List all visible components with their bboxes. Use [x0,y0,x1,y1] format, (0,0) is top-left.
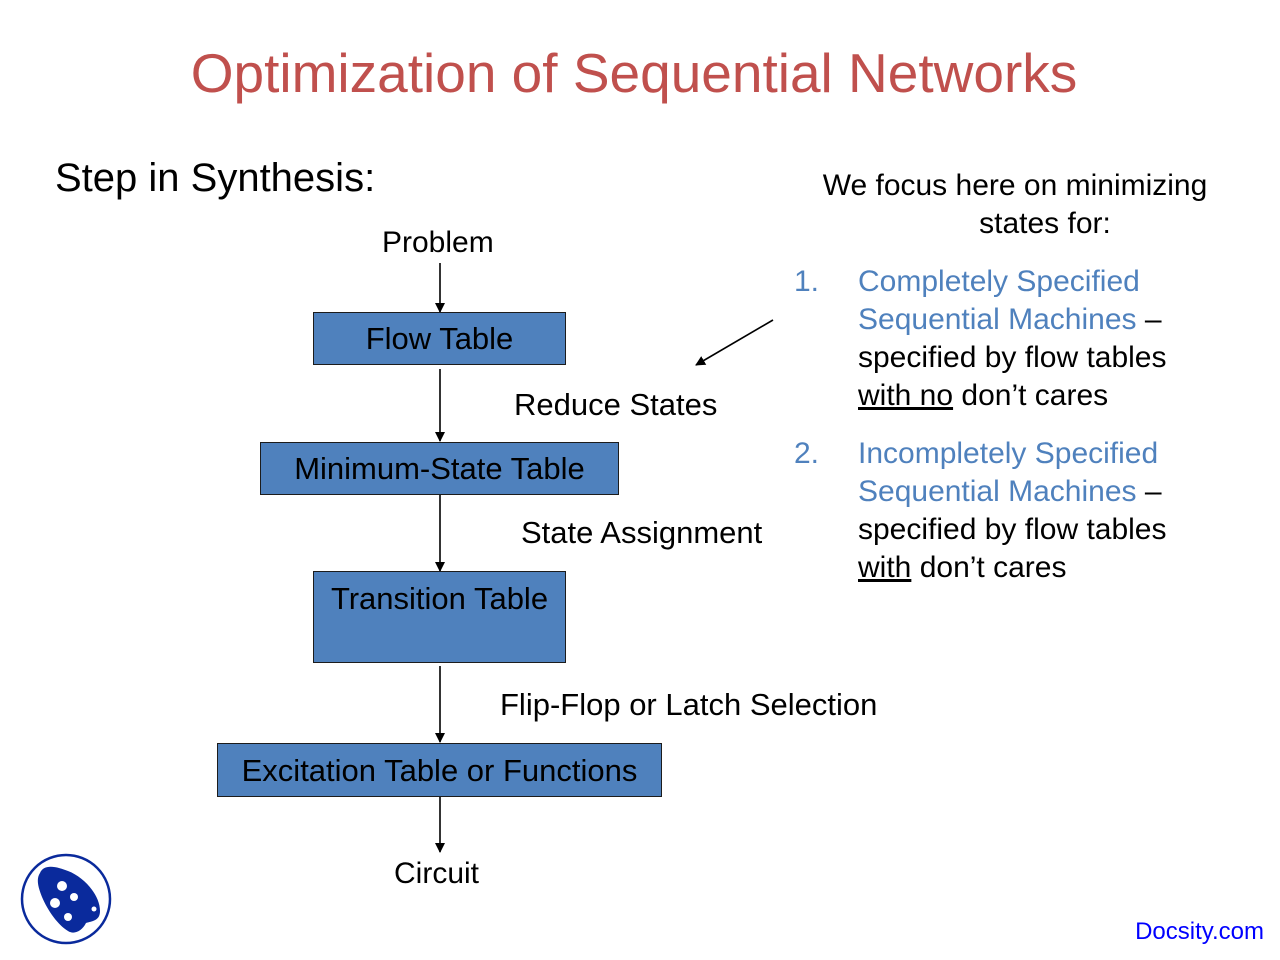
docsity-logo-icon [20,853,112,945]
focus-item-2-desc-rest: don’t cares [911,551,1067,584]
slide-title: Optimization of Sequential Networks [190,42,1078,104]
focus-item-2-desc-line1: specified by flow tables [858,513,1167,546]
focus-item-2-desc-underlined: with [858,551,912,584]
focus-item-1-desc-underlined: with no [858,379,954,412]
focus-item-2-dash: – [1136,475,1162,508]
box-excitation-table-label: Excitation Table or Functions [241,753,638,788]
focus-intro-line2: states for: [979,207,1111,240]
focus-item-1-desc-rest: don’t cares [953,379,1109,412]
docsity-watermark-link[interactable]: Docsity.com [1135,918,1264,945]
box-minimum-state-table: Minimum-State Table [260,442,619,495]
focus-item-2-heading-line2: Sequential Machines [858,475,1137,508]
flow-end-circuit: Circuit [394,857,480,890]
focus-item-1-desc-line1: specified by flow tables [858,341,1167,374]
slide-subtitle: Step in Synthesis: [55,156,376,200]
focus-intro-line1: We focus here on minimizing [822,169,1208,202]
flow-start-problem: Problem [382,226,494,259]
step-state-assignment: State Assignment [521,515,763,550]
focus-item-2-heading-line1: Incompletely Specified [858,437,1159,470]
focus-item-1-number: 1. [794,265,820,298]
focus-item-1-heading-line1: Completely Specified [858,265,1140,298]
focus-item-1-dash: – [1136,303,1162,336]
box-flow-table: Flow Table [313,312,566,365]
focus-intro: We focus here on minimizing states for: [790,167,1230,243]
box-transition-table: Transition Table [313,571,566,663]
box-minimum-state-table-label: Minimum-State Table [294,451,585,486]
box-excitation-table: Excitation Table or Functions [217,743,662,797]
step-flip-flop-latch-selection: Flip-Flop or Latch Selection [500,687,878,722]
focus-item-2-number: 2. [794,437,820,470]
focus-item-1-heading-line2: Sequential Machines [858,303,1137,336]
box-flow-table-label: Flow Table [365,321,514,356]
box-transition-table-label: Transition Table [330,581,549,616]
pointer-arrow-to-reduce-states [695,319,774,366]
step-reduce-states: Reduce States [514,387,718,422]
